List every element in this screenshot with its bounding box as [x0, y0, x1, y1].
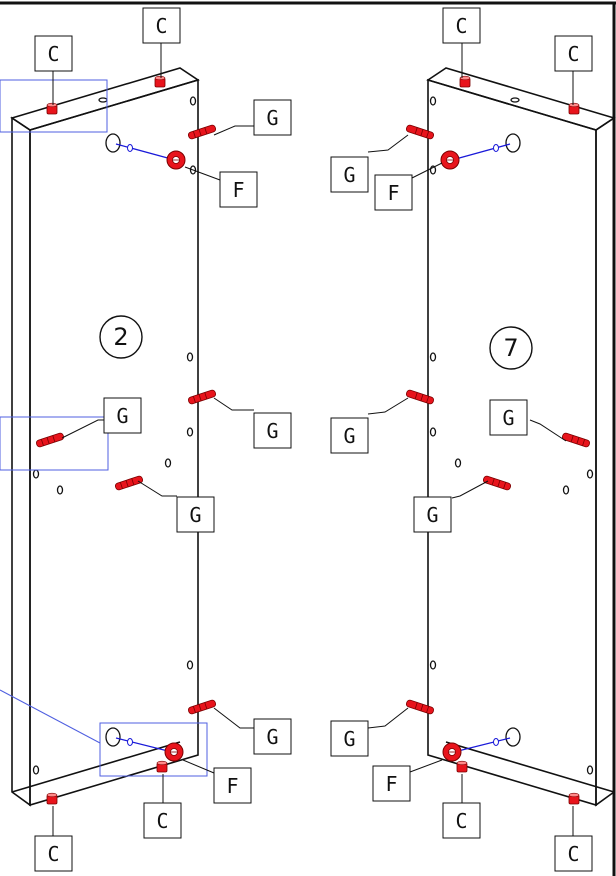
label-c-text: C: [455, 809, 467, 833]
panel-left: [0, 43, 254, 836]
cam-pin-icon: [46, 102, 58, 115]
label-f-text: F: [232, 178, 244, 202]
label-c-top-left-a: C: [142, 7, 181, 44]
cam-pin-icon: [156, 760, 168, 773]
cam-pin-icon: [568, 102, 580, 115]
dowel-icon: [482, 474, 512, 492]
label-g-text: G: [266, 419, 278, 443]
cam-pin-icon: [456, 760, 468, 773]
label-g-right-4: G: [413, 496, 452, 533]
label-g-text: G: [343, 163, 355, 187]
label-c-text: C: [47, 842, 59, 866]
label-g-text: G: [266, 725, 278, 749]
dowel-icon: [114, 474, 144, 492]
label-g-left-2: G: [253, 412, 292, 449]
label-f-text: F: [226, 774, 238, 798]
label-c-text: C: [155, 14, 167, 38]
callout-box-bottom: [99, 722, 208, 777]
label-c-bottom-left-a: C: [34, 835, 73, 872]
label-f-text: F: [387, 181, 399, 205]
dowel-icon: [405, 123, 435, 141]
cam-lock-icon: [164, 742, 184, 762]
label-c-bottom-right-b: C: [554, 835, 593, 872]
label-c-bottom-left-b: C: [143, 802, 182, 839]
label-c-text: C: [567, 42, 579, 66]
label-c-top-left-b: C: [34, 35, 73, 72]
panel-number-left: 2: [99, 315, 143, 359]
label-c-bottom-right-a: C: [442, 802, 481, 839]
callout-box-middle: [0, 416, 109, 471]
label-g-left-4: G: [176, 496, 215, 533]
label-g-left-1: G: [253, 99, 292, 136]
label-g-right-1: G: [330, 156, 369, 193]
panel-number-right-text: 7: [503, 334, 518, 362]
cam-pin-icon: [154, 75, 166, 88]
label-c-top-right-a: C: [442, 7, 481, 44]
dowel-icon: [561, 431, 591, 449]
label-g-text: G: [343, 424, 355, 448]
label-f-top-right: F: [374, 174, 413, 211]
label-g-text: G: [502, 406, 514, 430]
label-c-text: C: [47, 42, 59, 66]
label-g-text: G: [116, 404, 128, 428]
label-c-text: C: [156, 809, 168, 833]
panel-right: [367, 43, 616, 836]
cam-lock-icon: [166, 150, 186, 170]
label-g-right-3: G: [489, 399, 528, 436]
dowel-icon: [187, 388, 217, 406]
label-f-bottom-right: F: [372, 765, 411, 802]
cam-pin-icon: [568, 792, 580, 805]
panel-number-left-text: 2: [113, 323, 128, 351]
label-c-text: C: [567, 842, 579, 866]
panel-number-right: 7: [489, 326, 533, 370]
label-f-bottom-left: F: [213, 767, 252, 804]
label-g-right-5: G: [330, 720, 369, 757]
cam-lock-icon: [442, 742, 462, 762]
dowel-icon: [187, 123, 217, 141]
label-f-text: F: [385, 772, 397, 796]
label-g-text: G: [189, 503, 201, 527]
dowel-icon: [187, 698, 217, 716]
label-f-top-left: F: [219, 171, 258, 208]
label-g-left-3: G: [103, 397, 142, 434]
label-g-right-2: G: [330, 417, 369, 454]
dowel-icon: [35, 431, 65, 449]
label-c-top-right-b: C: [554, 35, 593, 72]
label-g-text: G: [266, 106, 278, 130]
label-g-text: G: [343, 727, 355, 751]
dowel-icon: [405, 698, 435, 716]
cam-lock-icon: [440, 150, 460, 170]
dowel-icon: [405, 388, 435, 406]
label-c-text: C: [455, 14, 467, 38]
label-g-left-5: G: [253, 718, 292, 755]
label-g-text: G: [426, 503, 438, 527]
cam-pin-icon: [46, 792, 58, 805]
